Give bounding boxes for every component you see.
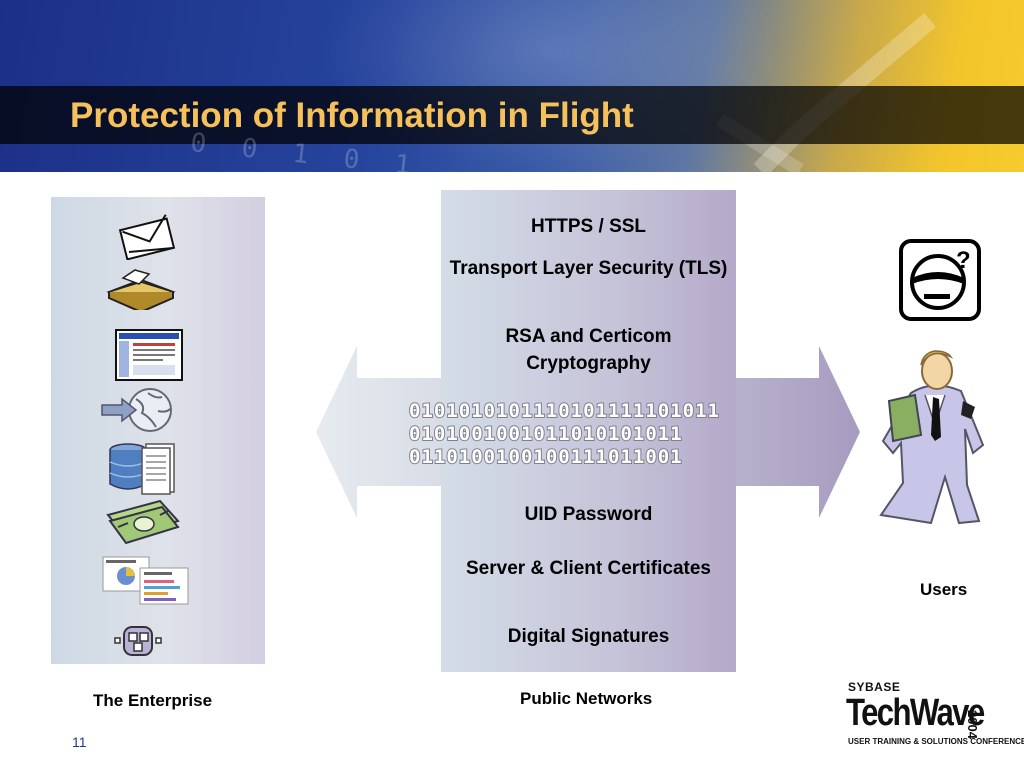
open-book-icon xyxy=(106,269,176,310)
public-networks-panel xyxy=(441,190,736,672)
svg-text:?: ? xyxy=(956,247,971,274)
logo-year: 2004 xyxy=(965,710,980,739)
money-icon xyxy=(106,499,180,545)
logo-tagline: USER TRAINING & SOLUTIONS CONFERENCE xyxy=(848,737,1024,746)
envelope-icon xyxy=(118,214,176,260)
certificates-label: Server & Client Certificates xyxy=(466,558,711,579)
report-charts-icon xyxy=(102,556,189,605)
database-documents-icon xyxy=(109,443,175,495)
tls-label: Transport Layer Security (TLS) xyxy=(449,258,728,279)
binary-row: 0101001001011010101011 xyxy=(409,423,683,445)
globe-arrow-icon xyxy=(101,388,172,432)
users-caption: Users xyxy=(920,580,968,599)
network-node-icon xyxy=(114,626,162,656)
uid-password-label: UID Password xyxy=(524,504,653,525)
digital-signatures-label: Digital Signatures xyxy=(507,626,670,647)
rsa-certicom-label: RSA and Certicom Cryptography xyxy=(505,326,672,374)
binary-row: 0110100100100111011001 xyxy=(409,446,683,468)
title-band xyxy=(0,86,1024,144)
techwave-logo: SYBASE TechWave 2004 USER TRAINING & SOL… xyxy=(846,680,1024,750)
business-man-icon xyxy=(879,350,985,525)
anonymous-face-icon: ? xyxy=(899,239,981,321)
logo-brand: SYBASE xyxy=(848,680,901,694)
https-ssl-label: HTTPS / SSL xyxy=(530,216,647,237)
slide-title: Protection of Information in Flight xyxy=(70,96,634,135)
logo-name: TechWave xyxy=(846,692,985,734)
slide-number: 11 xyxy=(72,734,87,750)
header-banner: 0 0 1 0 1 Protection of Information in F… xyxy=(0,0,1024,172)
public-networks-caption: Public Networks xyxy=(520,689,653,708)
web-page-icon xyxy=(115,329,183,381)
binary-row: 0101010101110101111101011 xyxy=(409,400,720,422)
enterprise-caption: The Enterprise xyxy=(93,691,213,710)
